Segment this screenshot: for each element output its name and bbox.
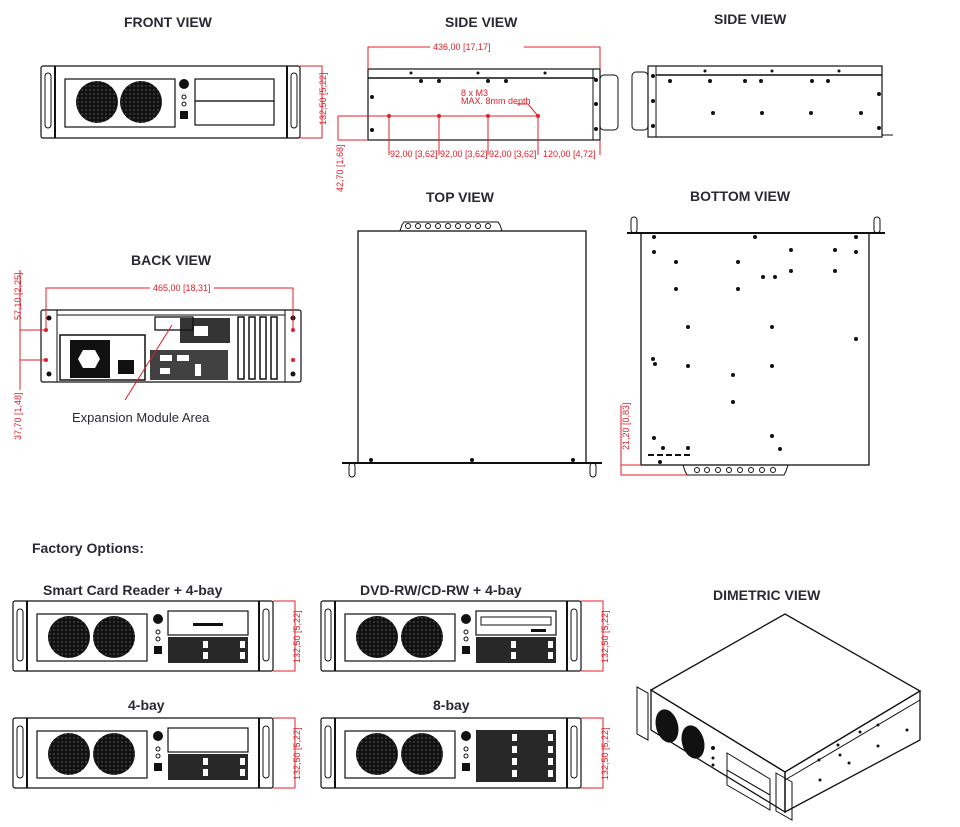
side-length-dimension: 436,00 [17,17] [367,42,601,69]
fan-grill-icon [356,616,398,658]
power-button-icon [179,79,189,89]
back-view-drawing [40,309,302,401]
expansion-callout-line [124,324,173,401]
bottom-offset-dimension: 21,20 [0,83] [620,402,687,476]
spacing-label-2: 92,00 [3,62] [440,149,488,159]
front-view-drawing [40,65,301,139]
back-width-label: 465,00 [18,31] [153,283,211,293]
side-offset-label: 42,70 [1,68] [335,144,345,192]
fan-icon [681,725,705,759]
side-length-label: 436,00 [17,17] [433,42,491,52]
side-view-right-drawing [631,65,893,138]
fan-icon [655,709,679,743]
back-lower-label: 37,70 [1,48] [13,392,23,440]
dimetric-view-drawing [636,613,922,821]
side-view-title: SIDE VIEW [445,14,518,30]
top-view-title: TOP VIEW [426,189,494,205]
back-view-title: BACK VIEW [131,252,212,268]
fan-grill-icon [120,81,162,123]
option-title-4bay: 4-bay [128,697,165,713]
spacing-label-4: 120,00 [4,72] [543,149,596,159]
option-title-smartcard: Smart Card Reader + 4-bay [43,582,223,598]
power-button-icon [461,731,471,741]
factory-option-panel-dvd: 132,50 [5,22] [320,600,610,672]
fan-grill-icon [356,733,398,775]
power-button-icon [153,614,163,624]
back-upper-label: 57,10 [2,25] [13,272,23,320]
expansion-module-callout: Expansion Module Area [72,410,210,425]
spacing-label-1: 92,00 [3,62] [390,149,438,159]
factory-option-panel-smartcard: 132,50 [5,22] [12,600,302,672]
factory-option-panels: 132,50 [5,22] 132,50 [5,22] 132,50 [5,22] 1… [12,600,610,789]
bottom-offset-label: 21,20 [0,83] [621,402,631,450]
option-height-label: 132,50 [5,22] [600,727,610,780]
front-view-title: FRONT VIEW [124,14,212,30]
option-height-label: 132,50 [5,22] [600,610,610,663]
option-height-dimension: 132,50 [5,22] [581,717,610,789]
side-view-drawing [367,68,619,141]
spacing-label-3: 92,00 [3,62] [489,149,537,159]
option-height-dimension: 132,50 [5,22] [581,600,610,672]
factory-option-panel-4bay: 132,50 [5,22] [12,717,302,789]
fan-grill-icon [93,616,135,658]
factory-option-panel-8bay: 132,50 [5,22] [320,717,610,789]
dimetric-view-title: DIMETRIC VIEW [713,587,821,603]
bottom-view-drawing [627,216,885,476]
factory-options-heading: Factory Options: [32,540,145,556]
fan-grill-icon [76,81,118,123]
option-height-label: 132,50 [5,22] [292,727,302,780]
option-title-dvd: DVD-RW/CD-RW + 4-bay [360,582,522,598]
side-view-right-title: SIDE VIEW [714,11,787,27]
option-title-8bay: 8-bay [433,697,470,713]
option-height-dimension: 132,50 [5,22] [273,600,302,672]
fan-grill-icon [401,616,443,658]
fan-grill-icon [48,616,90,658]
side-screw-dimensions: 8 x M3 MAX. 8mm depth 92,00 [3,62] 92,00… [335,88,601,192]
fan-grill-icon [48,733,90,775]
bottom-view-title: BOTTOM VIEW [690,188,791,204]
top-view-drawing [342,221,602,478]
option-height-label: 132,50 [5,22] [292,610,302,663]
option-height-dimension: 132,50 [5,22] [273,717,302,789]
fan-grill-icon [401,733,443,775]
back-dimensions: 465,00 [18,31] 57,10 [2,25] 37,70 [1,48] [13,270,295,440]
fan-grill-icon [93,733,135,775]
screw-note-depth: MAX. 8mm depth [461,96,531,106]
power-button-icon [461,614,471,624]
front-height-label: 132,50 [5,22] [318,72,328,125]
front-height-dimension: 132,50 [5,22] [300,65,328,139]
power-button-icon [153,731,163,741]
screw-note-count: 8 x M3 [461,88,488,98]
